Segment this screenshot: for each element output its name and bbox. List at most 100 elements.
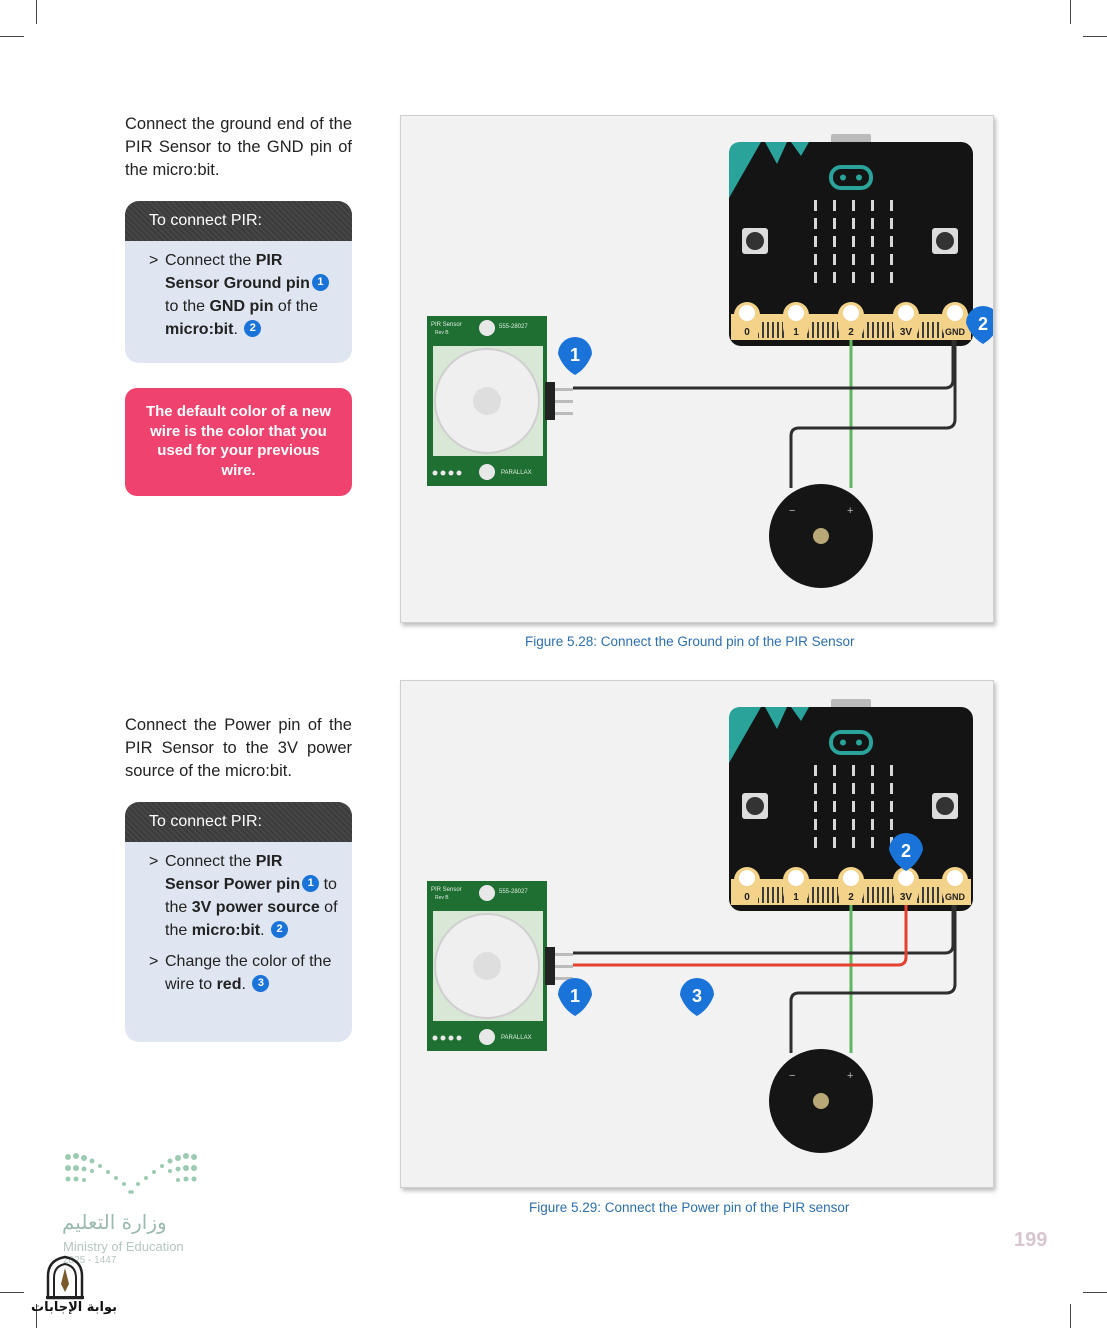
pin-label-bg xyxy=(785,889,807,903)
led xyxy=(852,819,855,830)
step-badge-1: 1 xyxy=(558,337,592,375)
led xyxy=(852,837,855,848)
edge-tooth xyxy=(837,887,839,903)
ministry-logo-icon xyxy=(65,1153,197,1194)
led xyxy=(814,254,817,265)
edge-tooth xyxy=(872,887,874,903)
led xyxy=(852,765,855,776)
pin-hole xyxy=(947,305,963,321)
led xyxy=(814,200,817,211)
instruction-panel-power: To connect PIR: >Connect the PIR Sensor … xyxy=(125,802,352,1042)
edge-tooth xyxy=(767,322,769,338)
badge-number: 2 xyxy=(978,314,988,334)
edge-tooth xyxy=(887,887,889,903)
edge-tooth xyxy=(937,322,939,338)
edge-tooth xyxy=(937,887,939,903)
page-number: 199 xyxy=(1014,1229,1048,1251)
pir-label: 555-28027 xyxy=(499,889,528,895)
edge-tooth xyxy=(927,322,929,338)
step-marker: > xyxy=(149,853,159,870)
led xyxy=(814,837,817,848)
badge-shape xyxy=(966,306,993,344)
pir-label: 555-28027 xyxy=(499,324,528,330)
edge-tooth xyxy=(932,887,934,903)
pir-header xyxy=(545,947,555,985)
microbit-logo-icon xyxy=(829,730,873,755)
pir-screw xyxy=(479,320,495,336)
step-text: red xyxy=(216,976,242,993)
edge-tooth xyxy=(772,322,774,338)
edge-tooth xyxy=(867,887,869,903)
board-corner-accent xyxy=(729,142,761,198)
panel-title: To connect PIR: xyxy=(125,802,352,842)
edge-tooth xyxy=(762,887,764,903)
edge-tooth xyxy=(767,887,769,903)
board-corner-accent xyxy=(791,707,809,721)
led xyxy=(871,837,874,848)
pir-header xyxy=(545,382,555,420)
pin-label: 3V xyxy=(900,327,913,338)
step-text: to the xyxy=(165,876,337,916)
pir-header-pin xyxy=(555,977,573,980)
led xyxy=(833,819,836,830)
pir-dome-center xyxy=(473,952,501,980)
led xyxy=(833,236,836,247)
pin-hole xyxy=(739,305,755,321)
badge-shape xyxy=(889,833,923,871)
pin-label-bg xyxy=(736,324,758,338)
step-marker: > xyxy=(149,252,159,269)
button-a-cap xyxy=(746,232,764,250)
led xyxy=(852,200,855,211)
step-text: micro:bit xyxy=(191,922,261,939)
step-number-badge: 2 xyxy=(271,921,289,938)
edge-tooth xyxy=(882,887,884,903)
edge-tooth xyxy=(817,322,819,338)
pir-power-wire xyxy=(573,905,908,967)
edition-year: 2025 - 1447 xyxy=(63,1255,117,1266)
led xyxy=(833,837,836,848)
step-text: Change the color of the wire to xyxy=(165,953,332,993)
edge-tooth xyxy=(772,887,774,903)
pin-label: GND xyxy=(945,892,966,902)
button-a-cap xyxy=(746,797,764,815)
buzzer-minus-label: − xyxy=(789,505,795,517)
edge-tooth xyxy=(762,322,764,338)
pin-hole xyxy=(739,870,755,886)
logo-dot xyxy=(856,174,862,181)
pir-header-pin xyxy=(555,400,573,403)
pin-hole xyxy=(898,870,914,886)
step-badge-2: 2 xyxy=(966,306,993,344)
logo-dot xyxy=(840,174,846,181)
ministry-name-english: Ministry of Education xyxy=(63,1239,184,1254)
badge-number: 2 xyxy=(901,841,911,861)
button-b-cap xyxy=(936,232,954,250)
pir-screw xyxy=(479,1029,495,1045)
pin-hole xyxy=(843,305,859,321)
step-number-badge: 2 xyxy=(244,320,262,337)
board-corner-accent xyxy=(765,707,787,729)
instruction-panel-ground: To connect PIR: >Connect the PIR Sensor … xyxy=(125,201,352,363)
figure-caption: Figure 5.29: Connect the Power pin of th… xyxy=(529,1200,850,1215)
led xyxy=(871,254,874,265)
crop-mark-top-left-h xyxy=(0,36,24,37)
step-text: 3V power source xyxy=(191,899,320,916)
step-text: GND pin xyxy=(209,298,274,315)
intro-paragraph-power: Connect the Power pin of the PIR Sensor … xyxy=(125,716,352,780)
edge-tooth xyxy=(782,887,784,903)
edge-tooth xyxy=(827,887,829,903)
step-number-badge: 1 xyxy=(311,274,329,291)
led xyxy=(890,783,893,794)
led xyxy=(852,254,855,265)
led xyxy=(871,765,874,776)
edge-tooth xyxy=(872,322,874,338)
edge-tooth xyxy=(877,887,879,903)
led xyxy=(871,783,874,794)
step-number-badge: 3 xyxy=(252,975,270,992)
pin-label-bg xyxy=(840,324,862,338)
usb-connector xyxy=(831,134,871,144)
crop-mark-top-left-v xyxy=(36,0,37,24)
pin-label: 0 xyxy=(744,892,750,903)
crop-mark-bottom-left-v xyxy=(36,1304,37,1328)
crop-mark-top-right-v xyxy=(1070,0,1071,24)
edge-tooth xyxy=(817,887,819,903)
